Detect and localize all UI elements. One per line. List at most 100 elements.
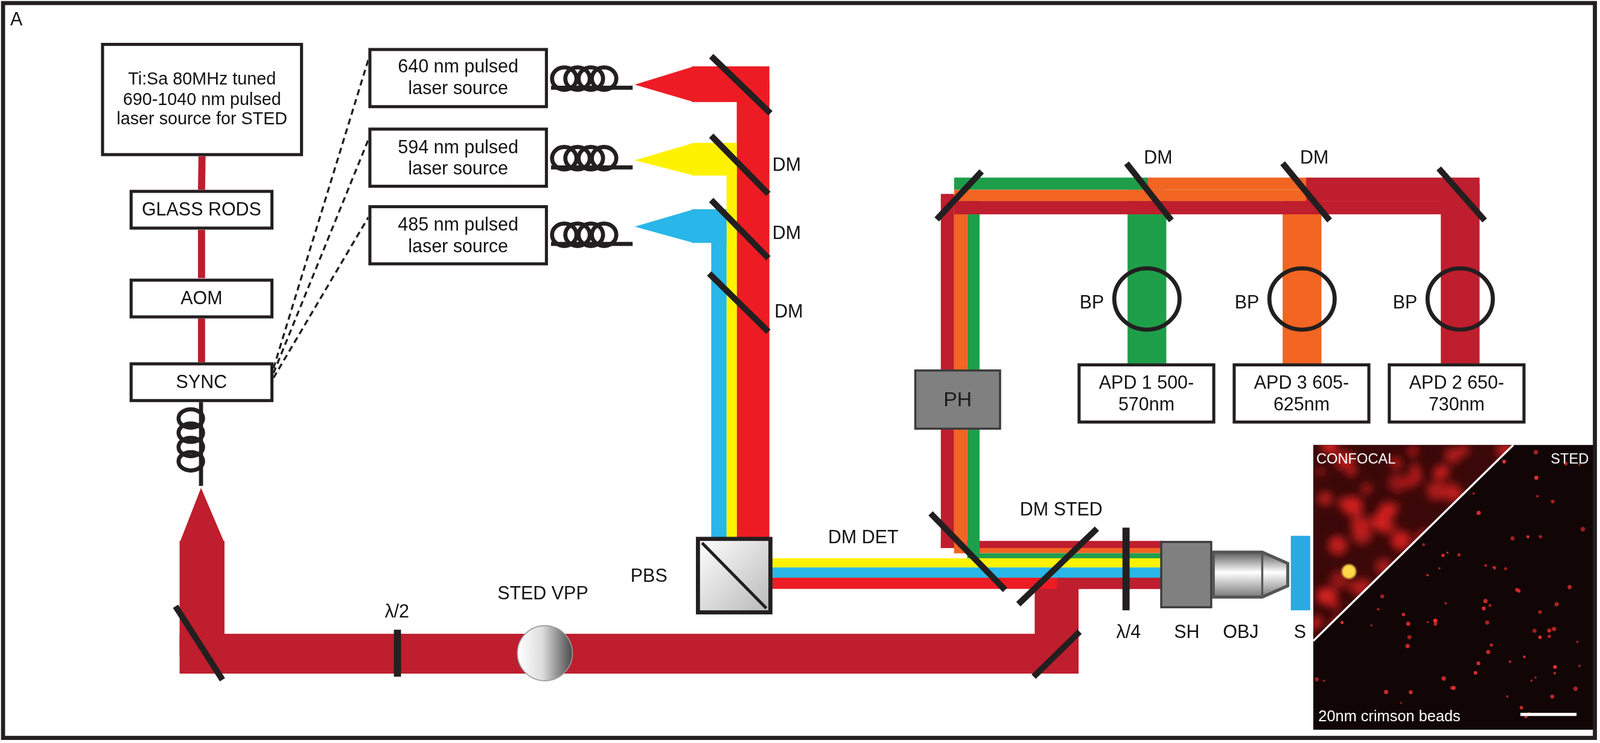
vortex-phase-plate xyxy=(517,625,573,681)
bright-bead xyxy=(1341,564,1357,579)
laser-source-box: 640 nm pulsed laser source xyxy=(368,47,549,109)
sync-trigger-line xyxy=(273,139,369,373)
mirror xyxy=(175,605,223,680)
scale-bar xyxy=(1520,712,1577,716)
laser-beam-link xyxy=(197,156,206,191)
fiber xyxy=(551,85,633,90)
sted-bead xyxy=(1322,679,1326,683)
bandpass-filter xyxy=(1427,268,1493,330)
quarter-wave-plate xyxy=(1122,527,1130,611)
sted-bead xyxy=(1484,563,1488,567)
polarizing-beam-splitter xyxy=(697,538,771,613)
sted-bead xyxy=(1421,543,1425,547)
confocal-blob xyxy=(1402,474,1417,489)
confocal-blob xyxy=(1435,464,1450,479)
mirror xyxy=(710,56,771,114)
laser-beam-link xyxy=(197,229,206,279)
bandpass-filter xyxy=(1114,268,1180,330)
sted-bead xyxy=(1510,536,1515,541)
sted-bead xyxy=(1516,589,1521,593)
yellow-excitation-beam xyxy=(770,558,1164,568)
detection-beam xyxy=(954,548,1164,553)
sted-bead xyxy=(1523,655,1526,658)
confocal-blob xyxy=(1312,616,1323,627)
sted-bead xyxy=(1485,620,1490,625)
panel-letter: A xyxy=(10,10,23,31)
node-text: GLASS RODS xyxy=(141,199,262,221)
sted-bead xyxy=(1492,566,1497,570)
sync-trigger-line xyxy=(273,217,369,378)
confocal-blob xyxy=(1409,463,1421,475)
dichroic-mirror xyxy=(1018,528,1097,605)
sted-bead xyxy=(1441,675,1446,681)
component-box: GLASS RODS xyxy=(129,190,274,230)
component-box: SYNC xyxy=(129,362,274,402)
laser-source-box: 594 nm pulsed laser source xyxy=(368,127,549,188)
sted-bead xyxy=(1492,565,1495,568)
sted-bead xyxy=(1552,665,1557,669)
confocal-blob xyxy=(1457,444,1470,457)
sted-bead xyxy=(1472,492,1476,495)
panel-frame xyxy=(3,3,1595,738)
node-text: Ti:Sa 80MHz tuned 690-1040 nm pulsed las… xyxy=(110,69,294,130)
part-label: BP xyxy=(1234,292,1260,313)
detection-beam xyxy=(1147,177,1307,190)
confocal-blobs xyxy=(1307,437,1514,636)
node-text: 594 nm pulsed laser source xyxy=(377,136,539,179)
part-label: DM DET xyxy=(828,527,899,548)
confocal-blob xyxy=(1391,502,1401,512)
confocal-blob xyxy=(1375,517,1390,533)
bright-bead xyxy=(1357,599,1364,606)
bandpass-filter xyxy=(1269,268,1335,330)
detector-box: APD 1 500-570nm xyxy=(1077,363,1215,424)
sted-bead xyxy=(1476,661,1480,666)
confocal-blob xyxy=(1327,535,1348,556)
scan-head xyxy=(1161,541,1212,608)
sted-bead xyxy=(1450,686,1454,690)
sted-bead xyxy=(1573,686,1578,691)
sted-bead xyxy=(1406,621,1411,626)
sted-bead xyxy=(1402,612,1406,617)
detector-box: APD 3 605-625nm xyxy=(1232,363,1371,424)
bandpass-filters xyxy=(1114,268,1493,330)
sted-bead xyxy=(1426,621,1430,624)
sted-bead xyxy=(1519,706,1524,710)
sted-bead xyxy=(1473,671,1478,675)
sted-bead xyxy=(1532,628,1537,634)
confocal-blob xyxy=(1360,483,1372,495)
sted-bead xyxy=(1434,622,1438,626)
node-text: APD 1 500-570nm xyxy=(1086,372,1207,415)
sted-bead xyxy=(1567,584,1572,590)
detection-beam xyxy=(954,177,1148,190)
confocal-blob xyxy=(1342,496,1364,517)
sted-beam xyxy=(1057,577,1164,590)
sted-bead xyxy=(1547,628,1552,633)
dichroic-mirror xyxy=(1126,163,1172,221)
yellow-excitation-beam xyxy=(634,143,695,176)
pinhole-box: PH xyxy=(914,369,1002,430)
fiber-coil xyxy=(178,452,204,471)
part-label: STED VPP xyxy=(497,583,589,604)
sted-bead xyxy=(1538,635,1543,640)
sted-bead xyxy=(1370,624,1373,627)
detection-beam xyxy=(1282,200,1322,366)
sted-bead xyxy=(1553,671,1556,675)
sted-bead xyxy=(1481,606,1486,611)
dichroic-mirror xyxy=(709,273,769,332)
confocal-blob xyxy=(1496,441,1514,459)
part-label: DM xyxy=(774,302,803,323)
sted-bead xyxy=(1407,634,1412,640)
red-excitation-beam xyxy=(634,66,695,102)
sted-bead xyxy=(1550,694,1555,699)
sted-bead xyxy=(1314,677,1319,682)
part-label: λ/2 xyxy=(384,602,410,623)
node-text: AOM xyxy=(180,287,223,309)
confocal-blob xyxy=(1332,536,1342,546)
sted-bead xyxy=(1408,690,1413,695)
sted-bead xyxy=(1533,450,1538,455)
sted-bead xyxy=(1444,601,1447,605)
confocal-blob xyxy=(1331,616,1351,635)
sted-bead xyxy=(1578,664,1581,667)
part-label: DM STED xyxy=(1019,500,1103,521)
objective xyxy=(1213,552,1288,597)
